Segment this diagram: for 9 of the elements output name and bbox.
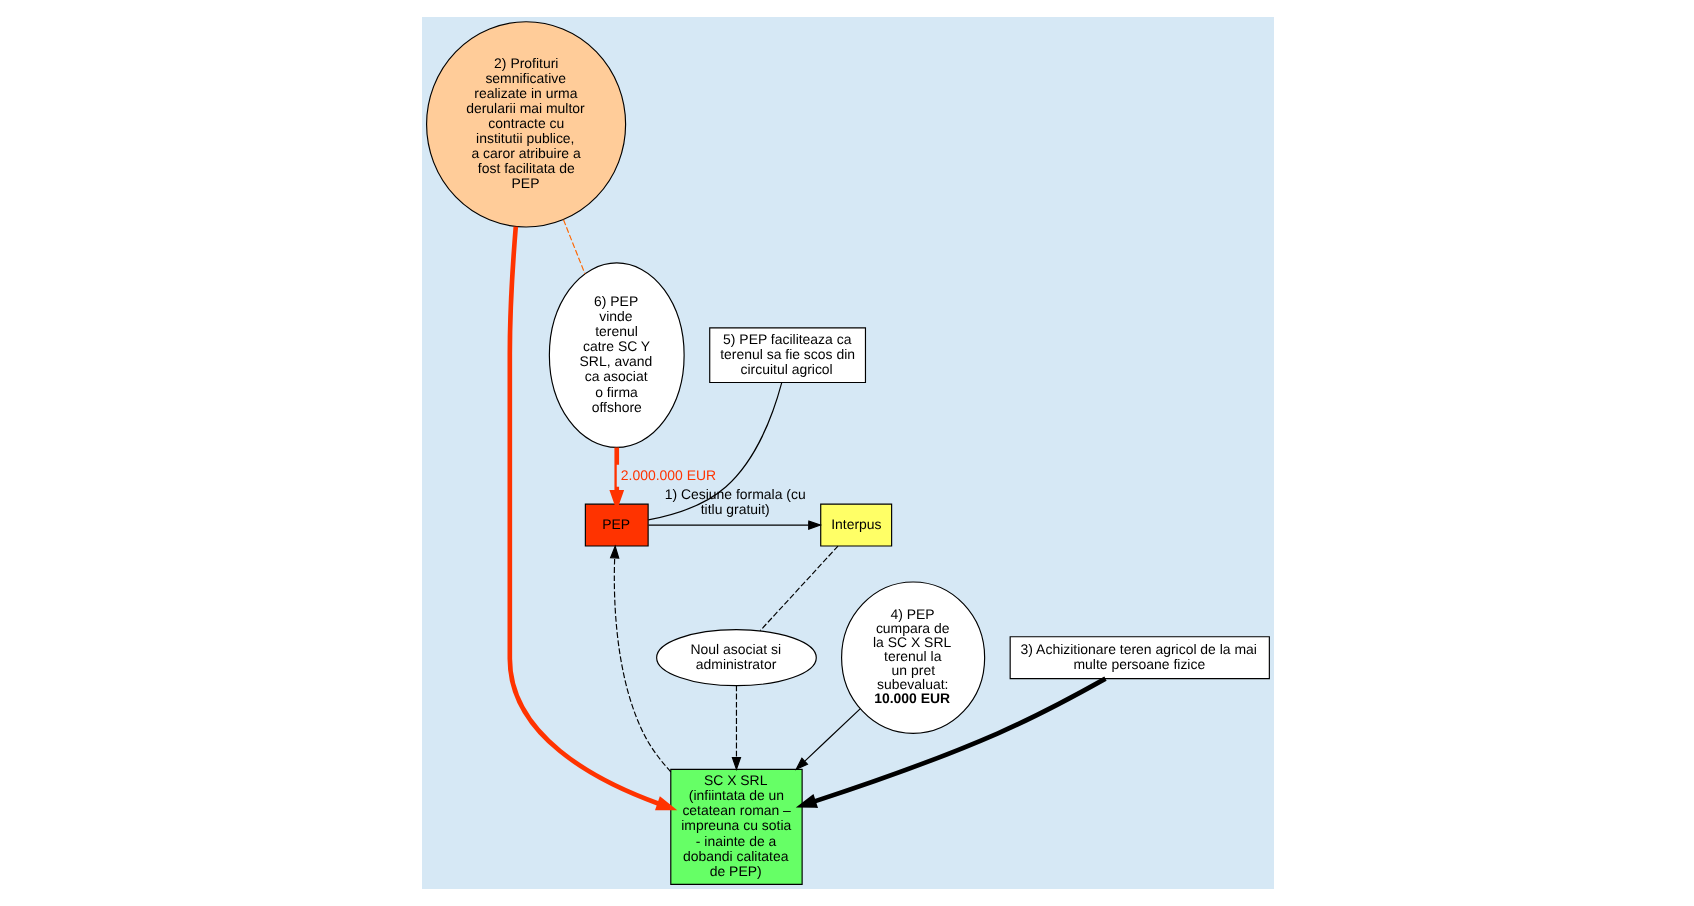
connector	[561, 219, 585, 275]
connector	[758, 545, 838, 632]
arrow	[608, 544, 671, 773]
connector	[646, 382, 782, 521]
arrow	[506, 226, 677, 811]
arrow	[646, 520, 822, 530]
arrow	[794, 676, 1106, 808]
arrow	[730, 685, 741, 771]
arrow	[793, 708, 860, 771]
